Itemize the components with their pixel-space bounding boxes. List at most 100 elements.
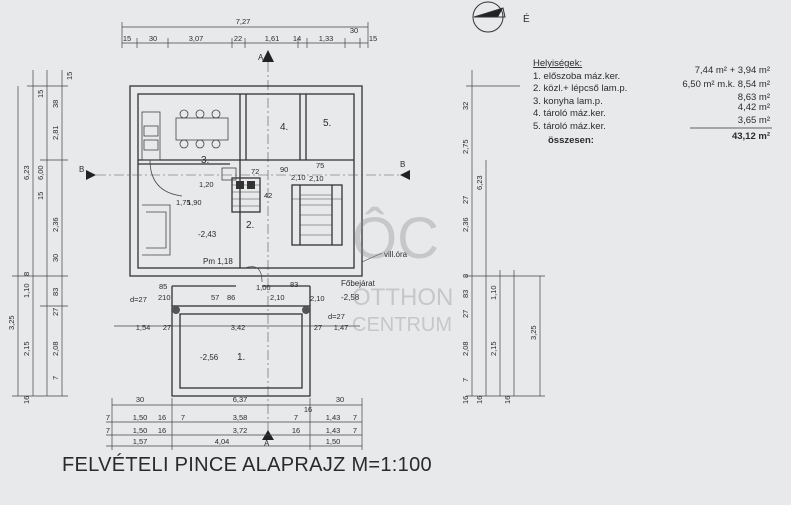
legend-room-area: 3,65 m² <box>738 115 770 126</box>
kitchen-furniture <box>141 109 237 256</box>
top-dim: 22 <box>234 34 242 43</box>
legend-room-area: 8,63 m² <box>738 92 770 103</box>
bottom-dim: 3,58 <box>233 413 248 422</box>
top-dim: 15 <box>123 34 131 43</box>
bottom-dimension-lines <box>106 398 363 450</box>
left-dim: 1,10 <box>22 283 31 298</box>
inner-dim: 2,10 <box>310 294 325 303</box>
column-icon <box>172 306 180 314</box>
inner-dim: 1,90 <box>187 198 202 207</box>
inner-dim: 83 <box>290 280 298 289</box>
level-mark: -2,56 <box>200 353 219 362</box>
bottom-dim: 1,50 <box>326 437 341 446</box>
left-dim: 15 <box>36 90 45 98</box>
north-label: É <box>523 12 530 25</box>
inner-dim: 1,00 <box>256 283 271 292</box>
left-dim: 2,08 <box>51 341 60 356</box>
inner-dim: 210 <box>158 293 171 302</box>
meter-label: vill.óra <box>384 250 408 259</box>
chimney-block <box>247 181 255 189</box>
bottom-dim: 7 <box>294 413 298 422</box>
left-dim: 2,15 <box>22 341 31 356</box>
inner-dim: 57 <box>211 293 219 302</box>
top-dim-total: 7,27 <box>236 17 251 26</box>
legend-room-name: 4. tároló máz.ker. <box>533 108 606 119</box>
right-dim: 1,10 <box>489 285 498 300</box>
section-mark-a-bottom: A <box>264 439 270 448</box>
bottom-dim: 6,37 <box>233 395 248 404</box>
bottom-dim: 16 <box>158 413 166 422</box>
room-number: 1. <box>237 352 245 363</box>
inner-dim: 86 <box>227 293 235 302</box>
bottom-dim: 30 <box>136 395 144 404</box>
left-dim: 7 <box>51 376 60 380</box>
level-mark: -2,58 <box>341 293 360 302</box>
building-walls <box>129 85 363 277</box>
right-dim: 2,15 <box>489 341 498 356</box>
bottom-dim: 7 <box>353 426 357 435</box>
inner-dim: 27 <box>314 323 322 332</box>
legend-total-label: összesen: <box>548 135 594 146</box>
top-dim: 14 <box>293 34 301 43</box>
left-dim: 83 <box>51 288 60 296</box>
drawing-title: FELVÉTELI PINCE ALAPRAJZ M=1:100 <box>62 454 432 476</box>
right-dim: 2,08 <box>461 341 470 356</box>
right-dim: 16 <box>461 396 470 404</box>
left-dim: 16 <box>22 396 31 404</box>
pm-label: Pm 1,18 <box>203 257 233 266</box>
bottom-dim: 1,57 <box>133 437 148 446</box>
bottom-dim: 7 <box>106 413 110 422</box>
bottom-dim: 7 <box>106 426 110 435</box>
bottom-dim: 30 <box>336 395 344 404</box>
right-dimension-lines <box>466 70 545 397</box>
room-legend: Helyiségek: 1. előszoba máz.ker. 7,44 m²… <box>533 58 772 146</box>
inner-dim: 1,47 <box>334 323 349 332</box>
inner-dim: 1,54 <box>136 323 151 332</box>
entrance-walls <box>171 285 311 397</box>
section-mark-b-left: B <box>79 165 84 174</box>
right-dim: 3,25 <box>529 325 538 340</box>
left-dim: 3,25 <box>7 315 16 330</box>
bottom-dim: 4,04 <box>215 437 230 446</box>
left-dim: 2,81 <box>51 125 60 140</box>
watermark-logo: ÔC OTTHON CENTRUM <box>352 206 453 336</box>
section-mark-b-right: B <box>400 160 405 169</box>
inner-dim: 3,42 <box>231 323 246 332</box>
right-dim: 83 <box>461 290 470 298</box>
top-dim: 30 <box>149 34 157 43</box>
inner-dim: 1,20 <box>199 180 214 189</box>
watermark-line1: OTTHON <box>352 284 453 311</box>
legend-room-name: 3. konyha lam.p. <box>533 96 603 107</box>
right-dim: 6,23 <box>475 175 484 190</box>
legend-room-area: 4,42 m² <box>738 102 770 113</box>
stair-treads <box>232 184 342 236</box>
section-arrow-icon <box>400 170 410 180</box>
room-number: 3. <box>201 155 209 166</box>
room-number: 4. <box>280 122 288 133</box>
top-dimension-lines <box>121 22 369 48</box>
left-dim: 15 <box>36 192 45 200</box>
left-dim: 6,23 <box>22 165 31 180</box>
bottom-dim: 16 <box>304 405 312 414</box>
watermark-line2: CENTRUM <box>352 314 452 336</box>
top-dim: 15 <box>369 34 377 43</box>
top-dim: 3,07 <box>189 34 204 43</box>
left-dim: 8 <box>22 272 31 276</box>
room-number: 2. <box>246 220 254 231</box>
leader-line <box>361 252 383 263</box>
inner-dim: 90 <box>280 165 288 174</box>
inner-dim: 85 <box>159 282 167 291</box>
legend-room-name: 2. közl.+ lépcső lam.p. <box>533 83 627 94</box>
right-dim: 2,75 <box>461 139 470 154</box>
chimney-block <box>236 181 244 189</box>
left-dim: 15 <box>65 72 74 80</box>
legend-total-value: 43,12 m² <box>732 131 770 142</box>
north-arrow-icon <box>472 1 506 33</box>
legend-heading: Helyiségek: <box>533 58 582 69</box>
legend-room-name: 5. tároló máz.ker. <box>533 121 606 132</box>
inner-dim: 27 <box>163 323 171 332</box>
right-dim: 16 <box>503 396 512 404</box>
right-dim-labels: 32 2,75 6,23 2,36 27 8 1,10 83 27 2,08 2… <box>461 102 538 404</box>
